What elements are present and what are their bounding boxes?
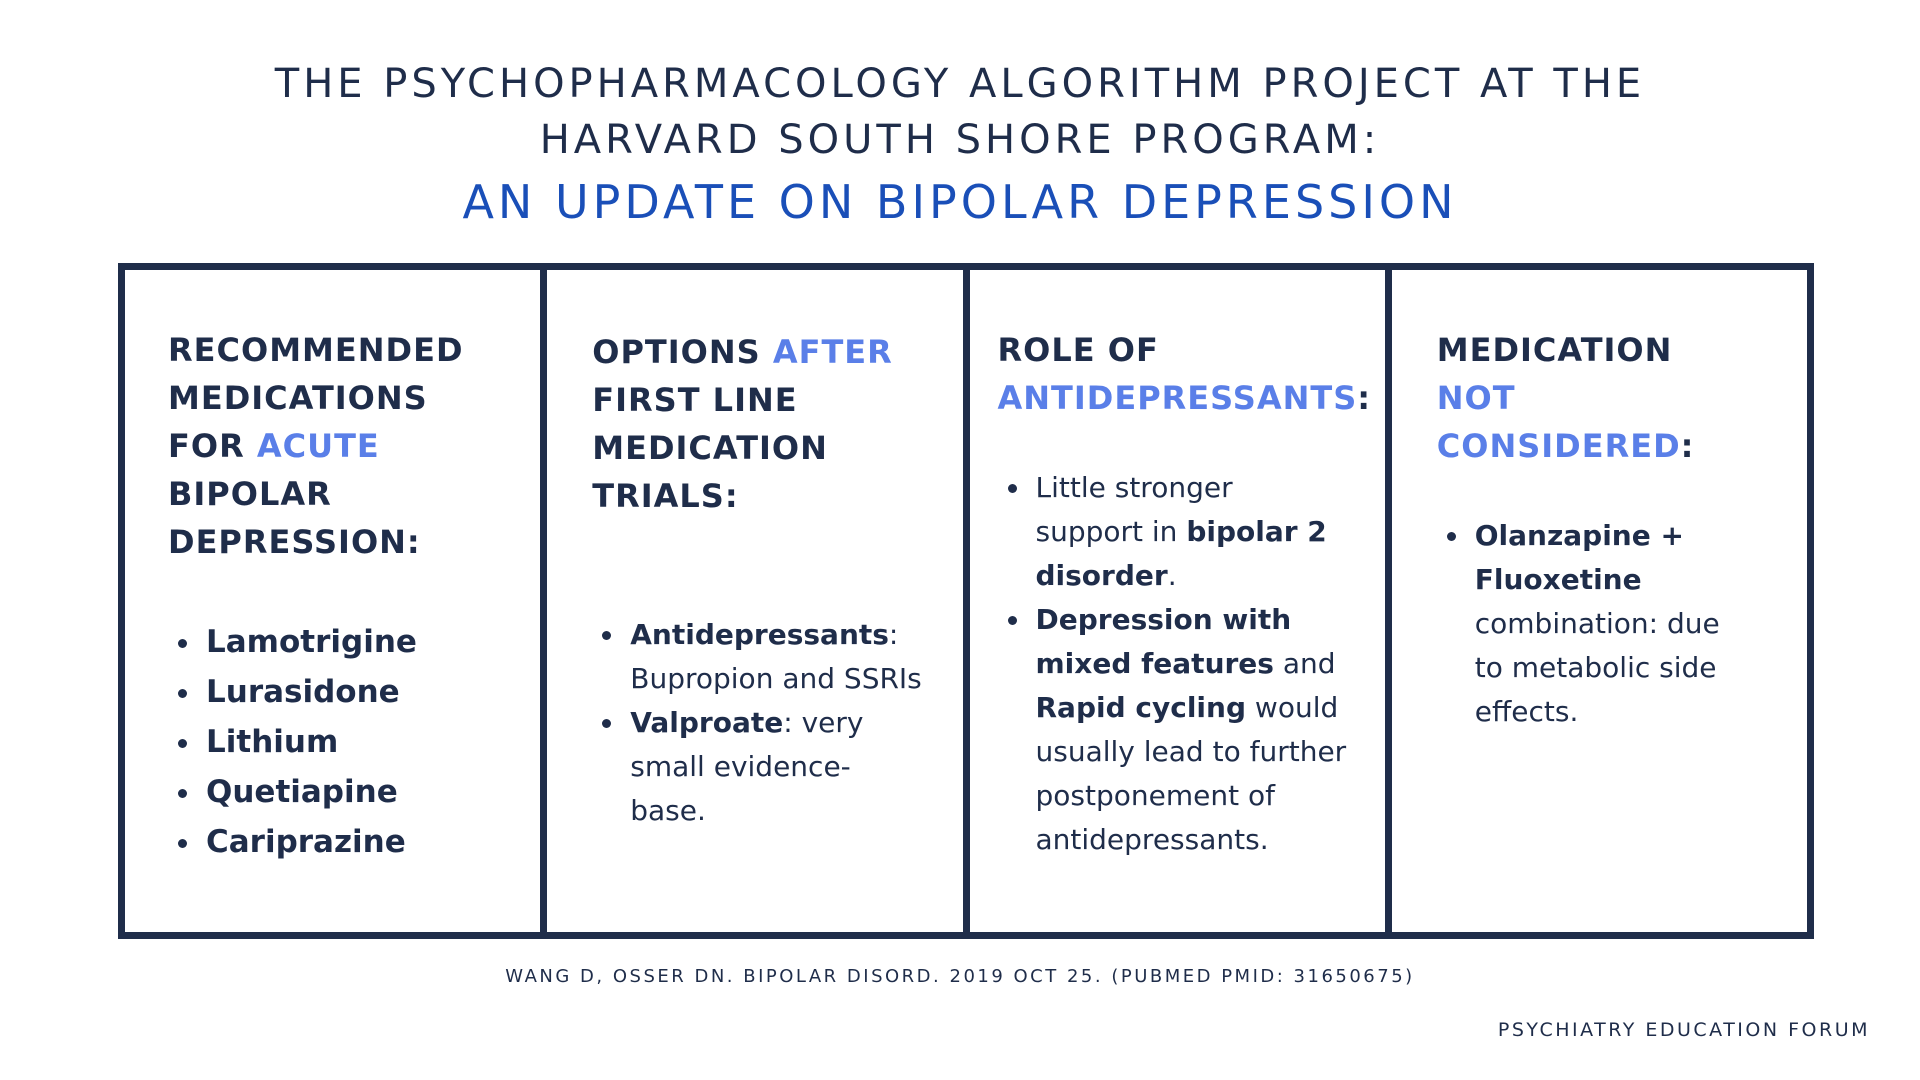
list-item: Valproate: very small evidence-base. <box>592 701 922 833</box>
list-item: Depression with mixed features and Rapid… <box>998 598 1348 862</box>
heading-text: MEDICATION <box>1436 331 1673 369</box>
heading-accent: NOT CONSIDERED <box>1436 379 1681 465</box>
footer-brand: PSYCHIATRY EDUCATION FORUM <box>1497 1019 1870 1041</box>
heading-accent: ANTIDEPRESSANTS <box>997 379 1358 417</box>
citation: WANG D, OSSER DN. BIPOLAR DISORD. 2019 O… <box>505 966 1415 987</box>
list-item: Lurasidone <box>168 667 498 717</box>
heading-text: RECOMMENDED MEDICATIONS FOR <box>168 331 464 465</box>
heading-accent: ACUTE <box>256 427 380 465</box>
heading-text: OPTIONS <box>592 333 773 371</box>
column-options: OPTIONS AFTER FIRST LINE MEDICATION TRIA… <box>547 270 970 932</box>
heading-text: ROLE OF <box>997 331 1159 369</box>
not-considered-list: Olanzapine + Fluoxetine combination: due… <box>1437 514 1737 734</box>
subtitle: AN UPDATE ON BIPOLAR DEPRESSION <box>462 175 1458 229</box>
antidepressants-list: Little stronger support in bipolar 2 dis… <box>998 466 1348 862</box>
list-item: Lamotrigine <box>168 617 498 667</box>
heading-accent: AFTER <box>772 333 893 371</box>
column-heading: RECOMMENDED MEDICATIONS FOR ACUTE BIPOLA… <box>168 326 488 566</box>
column-heading: ROLE OF ANTIDEPRESSANTS: <box>997 326 1371 422</box>
column-antidepressants: ROLE OF ANTIDEPRESSANTS: Little stronger… <box>970 270 1392 932</box>
title-line-1: THE PSYCHOPHARMACOLOGY ALGORITHM PROJECT… <box>274 61 1646 107</box>
list-item: Cariprazine <box>168 817 498 867</box>
column-heading: OPTIONS AFTER FIRST LINE MEDICATION TRIA… <box>592 328 912 520</box>
heading-text: BIPOLAR DEPRESSION: <box>168 475 421 561</box>
medication-list: Lamotrigine Lurasidone Lithium Quetiapin… <box>168 617 498 867</box>
list-item: Antidepressants: Bupropion and SSRIs <box>592 613 922 701</box>
heading-text: : <box>1680 427 1695 465</box>
title-block: THE PSYCHOPHARMACOLOGY ALGORITHM PROJECT… <box>0 56 1920 234</box>
title-line-2: HARVARD SOUTH SHORE PROGRAM: <box>539 117 1381 163</box>
heading-text: : <box>1357 379 1372 417</box>
panel-frame: RECOMMENDED MEDICATIONS FOR ACUTE BIPOLA… <box>118 263 1814 939</box>
list-item: Little stronger support in bipolar 2 dis… <box>998 466 1348 598</box>
options-list: Antidepressants: Bupropion and SSRIs Val… <box>592 613 922 833</box>
list-item: Olanzapine + Fluoxetine combination: due… <box>1437 514 1737 734</box>
heading-text: FIRST LINE MEDICATION TRIALS: <box>592 381 828 515</box>
list-item: Quetiapine <box>168 767 498 817</box>
column-recommended: RECOMMENDED MEDICATIONS FOR ACUTE BIPOLA… <box>125 270 548 932</box>
column-not-considered: MEDICATION NOT CONSIDERED: Olanzapine + … <box>1392 270 1807 932</box>
column-heading: MEDICATION NOT CONSIDERED: <box>1437 326 1757 470</box>
list-item: Lithium <box>168 717 498 767</box>
